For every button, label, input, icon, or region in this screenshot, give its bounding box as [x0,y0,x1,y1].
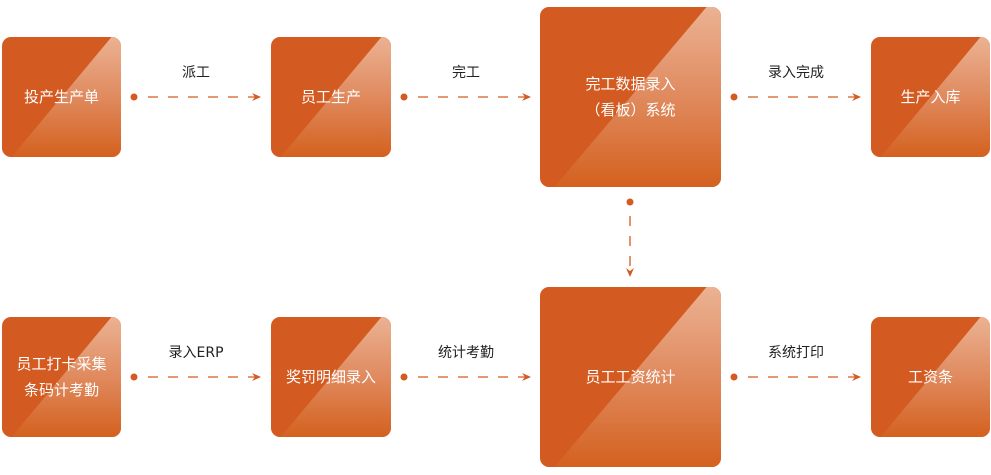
arrowhead-icon [522,373,531,381]
arrowhead-icon [522,93,531,101]
node-label: 员工生产 [300,88,361,106]
arrow-start-dot [626,198,634,206]
arrow-start-dot [400,93,408,101]
arrowhead-icon [252,93,261,101]
node-label-line2: （看板）系统 [585,101,676,119]
arrowhead-icon [626,268,634,277]
edge-label: 系统打印 [768,345,824,361]
edge-label: 完工 [452,65,480,81]
edge-label: 录入完成 [768,65,824,81]
node-employee-production: 员工生产 [271,37,391,157]
arrow-start-dot [130,373,138,381]
node-label-line2: 条码计考勤 [23,381,99,399]
arrowhead-icon [252,373,261,381]
node-label: 工资条 [907,368,953,386]
arrowhead-icon [852,93,861,101]
arrow-start-dot [130,93,138,101]
node-label: 奖罚明细录入 [285,368,376,386]
node-warehouse-in: 生产入库 [871,37,990,157]
node-label: 完工数据录入 （看板）系统 [585,71,675,123]
edge-label: 派工 [182,65,210,81]
node-salary-stats: 员工工资统计 [540,287,721,467]
node-attendance-capture: 员工打卡采集条码计考勤 [2,317,121,437]
node-label: 投产生产单 [23,88,99,106]
node-production-order: 投产生产单 [2,37,121,157]
node-completion-entry: 完工数据录入 （看板）系统 [540,7,721,187]
edge-label: 统计考勤 [438,345,494,361]
node-label: 员工打卡采集条码计考勤 [16,351,106,403]
arrow-start-dot [730,373,738,381]
node-label: 员工工资统计 [585,368,676,386]
arrow-start-dot [730,93,738,101]
arrowhead-icon [852,373,861,381]
node-payslip: 工资条 [871,317,990,437]
node-label: 生产入库 [900,88,961,106]
node-reward-penalty: 奖罚明细录入 [271,317,391,437]
node-label-line1: 员工打卡采集 [16,355,107,373]
edge-label: 录入ERP [168,345,224,361]
node-label-line1: 完工数据录入 [585,75,676,93]
arrow-start-dot [400,373,408,381]
